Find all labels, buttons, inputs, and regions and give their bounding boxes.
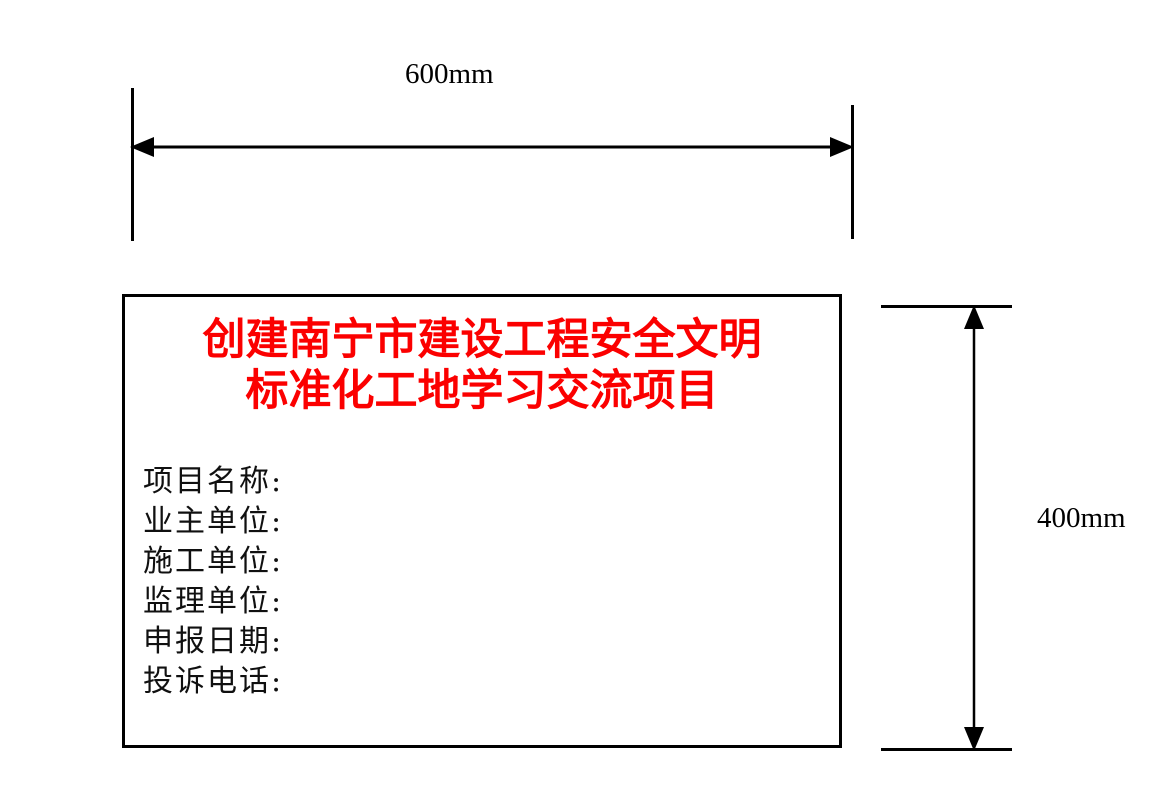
dimension-label-width: 600mm bbox=[405, 58, 494, 90]
extension-line-right bbox=[851, 105, 854, 239]
extension-line-left bbox=[131, 88, 134, 241]
field-label-application-date: 申报日期: bbox=[143, 624, 284, 659]
signboard-title-line-1: 创建南宁市建设工程安全文明 bbox=[202, 315, 762, 365]
field-label-construction-unit: 施工单位: bbox=[143, 544, 284, 579]
field-label-supervision-unit: 监理单位: bbox=[143, 584, 284, 619]
field-label-owner-unit: 业主单位: bbox=[143, 504, 284, 539]
field-label-complaint-phone: 投诉电话: bbox=[143, 664, 284, 699]
signboard-field-list: 项目名称: 业主单位: 施工单位: 监理单位: 申报日期: 投诉电话: bbox=[143, 462, 473, 702]
extension-line-bottom bbox=[881, 748, 1012, 751]
signboard-title: 创建南宁市建设工程安全文明 标准化工地学习交流项目 bbox=[125, 315, 839, 417]
dimension-arrow-vertical bbox=[964, 305, 984, 751]
field-label-project-name: 项目名称: bbox=[143, 464, 284, 499]
extension-line-top bbox=[881, 305, 1012, 308]
signboard: 创建南宁市建设工程安全文明 标准化工地学习交流项目 项目名称: 业主单位: 施工… bbox=[122, 294, 842, 748]
dimension-arrow-horizontal bbox=[130, 137, 854, 157]
signboard-title-line-2: 标准化工地学习交流项目 bbox=[245, 366, 719, 416]
dimension-label-height: 400mm bbox=[1037, 502, 1126, 534]
